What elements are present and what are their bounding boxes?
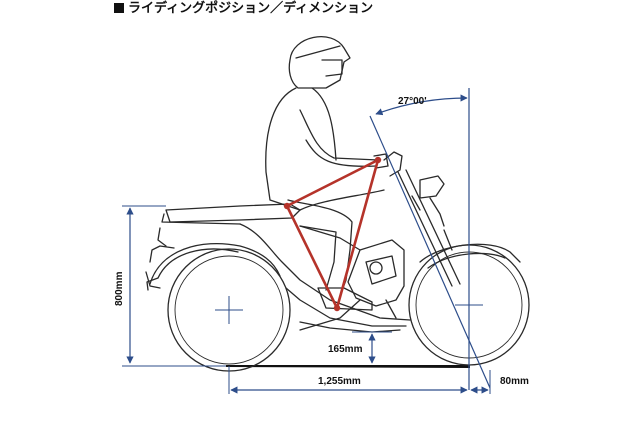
rider-outline (265, 36, 389, 311)
rider-torso (265, 87, 301, 211)
axle-marks (215, 296, 483, 324)
title-text: ライディングポジション／ディメンション (128, 1, 374, 16)
rider-arm (299, 109, 379, 161)
front-fork (397, 171, 453, 287)
hand-point (374, 156, 382, 164)
caster-angle-label: 27°00' (398, 96, 427, 107)
wheelbase-label: 1,255mm (318, 376, 361, 387)
seat (165, 203, 301, 223)
ground-shadow (226, 365, 470, 368)
foot-point (333, 304, 341, 312)
title-square-icon (114, 3, 124, 13)
helmet (288, 36, 351, 89)
seat-height-label: 800mm (114, 271, 125, 306)
rear-fender (149, 242, 281, 285)
front-fender (419, 243, 521, 263)
hip-point (283, 202, 291, 210)
caster-angle-arc (375, 94, 468, 116)
handlebar (383, 151, 403, 177)
caster-axis (369, 115, 491, 389)
headlight (419, 175, 445, 199)
rider-leg (287, 199, 353, 297)
dimension-lines (122, 88, 491, 394)
trail-label: 80mm (500, 376, 529, 387)
engine (347, 239, 405, 307)
ergonomic-triangle (283, 156, 382, 312)
page-title: ライディングポジション／ディメンション (114, 0, 373, 16)
ground-clearance-label: 165mm (328, 344, 363, 355)
motorcycle-outline (145, 151, 530, 372)
rider-boot (317, 287, 373, 311)
